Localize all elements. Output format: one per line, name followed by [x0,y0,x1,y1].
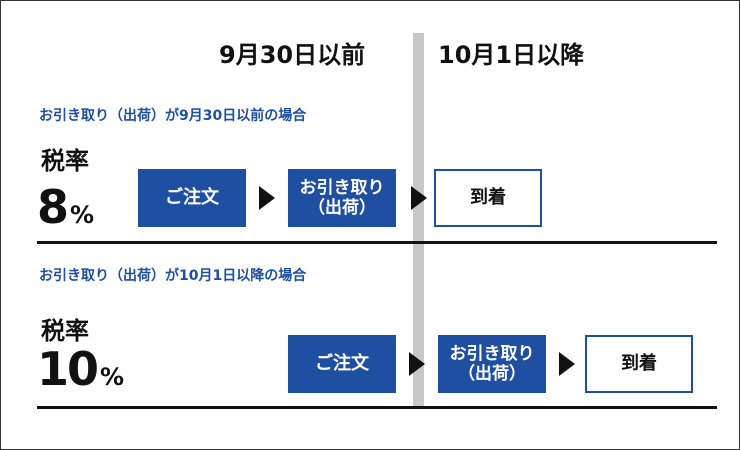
column-header-before: 9月30日以前 [219,41,366,69]
case-1-rate-number: 8 [37,180,69,234]
case-2-step-arrival: 到着 [585,335,693,393]
column-header-after: 10月1日以降 [438,41,585,69]
case-1-label: お引き取り（出荷）が9月30日以前の場合 [39,108,307,124]
case-1-baseline [37,241,717,244]
case-2-arrow-1 [409,352,425,376]
case-2-rate-value: 10% [37,346,124,392]
case-1-step-order: ご注文 [138,169,246,227]
case-1-step-arrival: 到着 [434,169,542,227]
case-2-label: お引き取り（出荷）が10月1日以降の場合 [39,268,307,284]
case-2-baseline [37,406,717,409]
case-1-step-order-label: ご注文 [165,187,219,209]
case-2-rate-number: 10 [37,342,99,396]
case-1-rate-label: 税率 [41,147,89,175]
case-2-step-pickup-label: お引き取り （出荷） [449,343,535,384]
case-1-arrow-1 [259,186,275,210]
case-2-step-pickup: お引き取り （出荷） [438,335,546,393]
case-1-step-pickup-label: お引き取り （出荷） [299,177,385,218]
date-divider-line [413,33,424,409]
case-1-step-arrival-label: 到着 [470,187,506,209]
case-1-arrow-2 [411,186,427,210]
case-2-rate-label: 税率 [41,317,89,345]
case-1-step-pickup: お引き取り （出荷） [288,169,396,227]
case-2-rate-unit: % [100,363,125,391]
case-2-step-order: ご注文 [288,335,396,393]
case-2-step-arrival-label: 到着 [621,353,657,375]
case-2-step-order-label: ご注文 [315,353,369,375]
case-2-arrow-2 [559,352,575,376]
case-1-rate-unit: % [70,201,95,229]
case-1-rate-value: 8% [37,184,94,230]
